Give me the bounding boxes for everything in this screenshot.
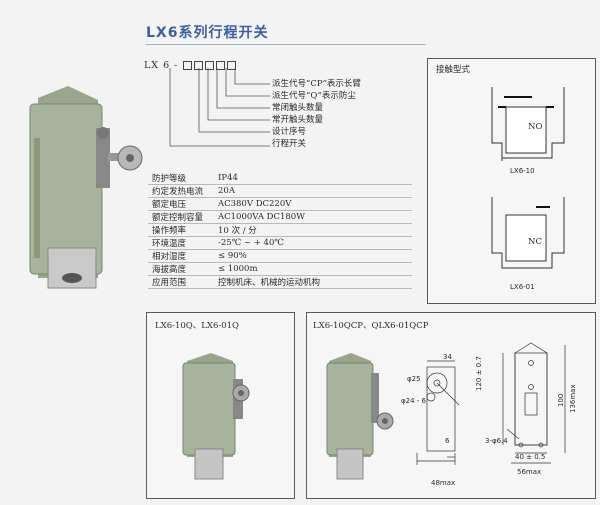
spec-value: -25℃ ~ + 40℃ <box>214 236 412 250</box>
legend-limit-switch: 行程开关 <box>272 139 307 149</box>
spec-label: 额定电压 <box>148 197 214 211</box>
legend-cp: 派生代号“CP”表示长臂 <box>272 79 361 89</box>
contact-panel-title: 接触型式 <box>436 65 471 75</box>
dim-56max: 56max <box>517 468 542 476</box>
legend-leader-lines <box>169 68 270 147</box>
spec-value: 20A <box>214 184 412 198</box>
dim-48max: 48max <box>431 479 456 487</box>
variant-qcp-panel: LX6-10QCP、QLX6-01QCP 34 φ25 φ24 - 6 6 48… <box>306 312 596 499</box>
contact-diagram-no <box>490 83 568 201</box>
dim-phi25: φ25 <box>407 375 421 383</box>
dim-136max: 136max <box>569 384 577 413</box>
dim-3phi64: 3-φ6.4 <box>485 437 508 445</box>
variant-q-panel: LX6-10Q、LX6-01Q <box>146 312 295 499</box>
spec-value: ≤ 90% <box>214 249 412 263</box>
spec-row: 相对湿度≤ 90% <box>148 249 412 263</box>
spec-label: 环境温度 <box>148 236 214 250</box>
variant-qcp-caption: LX6-10QCP、QLX6-01QCP <box>313 321 429 331</box>
spec-row: 应用范围控制机床、机械的运动机构 <box>148 275 412 289</box>
spec-label: 额定控制容量 <box>148 210 214 224</box>
spec-label: 防护等级 <box>148 172 214 185</box>
contact-model-no: LX6-10 <box>510 167 535 175</box>
dim-40: 40 ± 0.5 <box>515 453 546 461</box>
spec-label: 应用范围 <box>148 275 214 289</box>
spec-value: IP44 <box>214 172 412 185</box>
side-dimension-drawing <box>416 360 460 465</box>
variant-q-caption: LX6-10Q、LX6-01Q <box>155 321 240 331</box>
legend-nc-count: 常闭触头数量 <box>272 103 324 113</box>
spec-value: 10 次 / 分 <box>214 223 412 237</box>
spec-label: 操作频率 <box>148 223 214 237</box>
spec-value: AC1000VA DC180W <box>214 210 412 224</box>
code-box <box>205 61 215 70</box>
code-box <box>227 61 237 70</box>
dim-120: 120 ± 0.7 <box>475 356 483 391</box>
contact-label-nc: NC <box>528 237 542 247</box>
dim-6: 6 <box>445 437 450 445</box>
legend-design-no: 设计序号 <box>272 127 307 137</box>
switch-product-photo <box>8 78 148 293</box>
spec-row: 环境温度-25℃ ~ + 40℃ <box>148 236 412 250</box>
dim-phi24: φ24 - 6 <box>401 397 426 405</box>
spec-label: 海拔高度 <box>148 262 214 276</box>
contact-model-nc: LX6-01 <box>510 283 535 291</box>
spec-value: 控制机床、机械的运动机构 <box>214 275 412 289</box>
spec-value: ≤ 1000m <box>214 262 412 276</box>
spec-label: 相对湿度 <box>148 249 214 263</box>
legend-q: 派生代号“Q”表示防尘 <box>272 91 356 101</box>
front-dimension-drawing <box>502 342 566 464</box>
contact-type-panel: 接触型式 NO LX6-10 NC LX6-01 <box>427 58 596 304</box>
page-title: LX6系列行程开关 <box>146 25 269 41</box>
contact-diagram-nc <box>490 193 568 283</box>
title-underline <box>146 44 426 45</box>
contact-label-no: NO <box>528 122 543 132</box>
legend-no-count: 常开触头数量 <box>272 115 324 125</box>
model-prefix: LX 6 - <box>144 60 179 71</box>
switch-q-photo <box>182 353 250 480</box>
dim-34: 34 <box>443 353 452 361</box>
model-legend: 派生代号“CP”表示长臂 派生代号“Q”表示防尘 常闭触头数量 常开触头数量 设… <box>272 78 361 150</box>
spec-label: 约定发热电流 <box>148 184 214 198</box>
switch-qcp-photo <box>326 353 394 480</box>
spec-row: 海拔高度≤ 1000m <box>148 262 412 276</box>
spec-value: AC380V DC220V <box>214 197 412 211</box>
code-box <box>183 61 193 70</box>
code-box <box>216 61 226 70</box>
dim-100: 100 <box>557 393 565 407</box>
